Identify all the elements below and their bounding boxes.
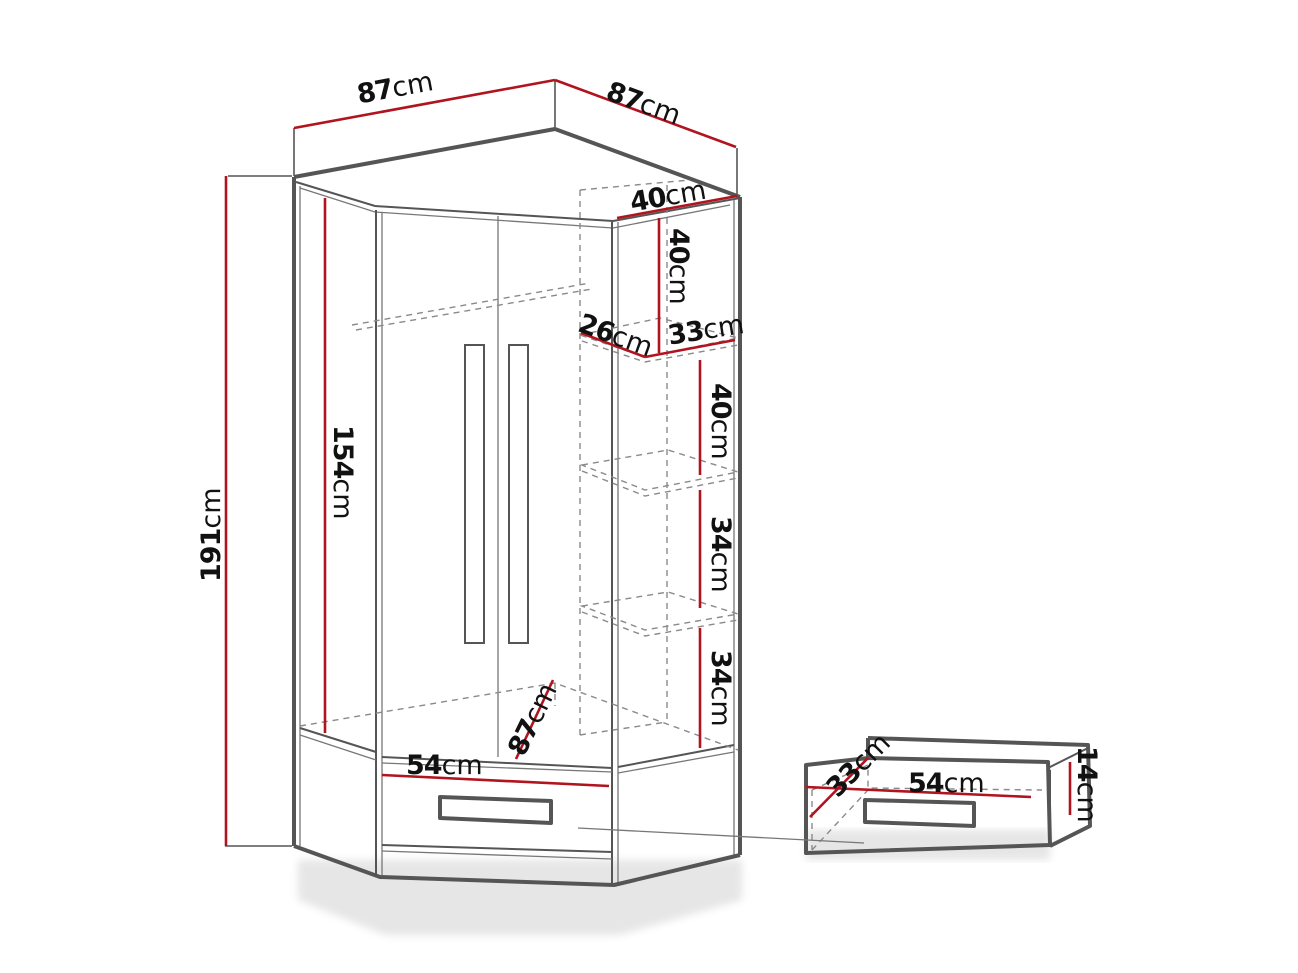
label-shelf-gap-1: 40cm	[705, 383, 736, 460]
drawer-height-unit: cm	[1071, 781, 1102, 823]
wardrobe-body	[225, 127, 742, 887]
drawer-height-value: 14	[1071, 746, 1102, 782]
label-shelf-gap-3: 34cm	[705, 650, 736, 727]
label-drawer-height: 14cm	[1071, 746, 1102, 823]
hanging-height-unit: cm	[327, 478, 358, 520]
shelf-depth-right-value: 33	[665, 315, 706, 352]
shelf-gap-3-unit: cm	[705, 685, 736, 727]
shelf-gap-3-value: 34	[705, 650, 736, 686]
drawer-front-width-value: 54	[406, 750, 443, 781]
side-shelf-unit	[577, 179, 739, 736]
drawer-front-width-unit: cm	[441, 750, 483, 781]
shelf-top-height-value: 40	[663, 228, 694, 264]
drawer-handle	[438, 795, 553, 825]
label-hanging-height: 154cm	[327, 425, 358, 520]
shelf-gap-2-value: 34	[705, 516, 736, 552]
height-total-value: 191	[196, 528, 227, 582]
shelf-gap-2-unit: cm	[705, 551, 736, 593]
drawer-width-unit: cm	[943, 768, 985, 799]
width-left-value: 87	[354, 73, 396, 111]
height-total-unit: cm	[196, 487, 227, 529]
shelf-gap-1-value: 40	[705, 383, 736, 419]
hanging-height-value: 154	[327, 425, 358, 479]
label-drawer-front-width: 54cm	[406, 752, 483, 779]
label-shelf-top-height: 40cm	[663, 228, 694, 305]
right-door-handle	[508, 344, 529, 644]
shelf-top-width-value: 40	[627, 181, 669, 219]
shelf-top-height-unit: cm	[663, 263, 694, 305]
shelf-depth-right-unit: cm	[700, 309, 747, 347]
left-door-handle	[464, 344, 485, 644]
label-shelf-gap-2: 34cm	[705, 516, 736, 593]
label-height-total: 191cm	[196, 487, 227, 582]
drawer-detail	[577, 736, 1092, 855]
shelf-gap-1-unit: cm	[705, 418, 736, 460]
label-drawer-width: 54cm	[908, 770, 985, 797]
dimension-lines	[224, 78, 1072, 846]
drawer-width-value: 54	[908, 768, 945, 799]
